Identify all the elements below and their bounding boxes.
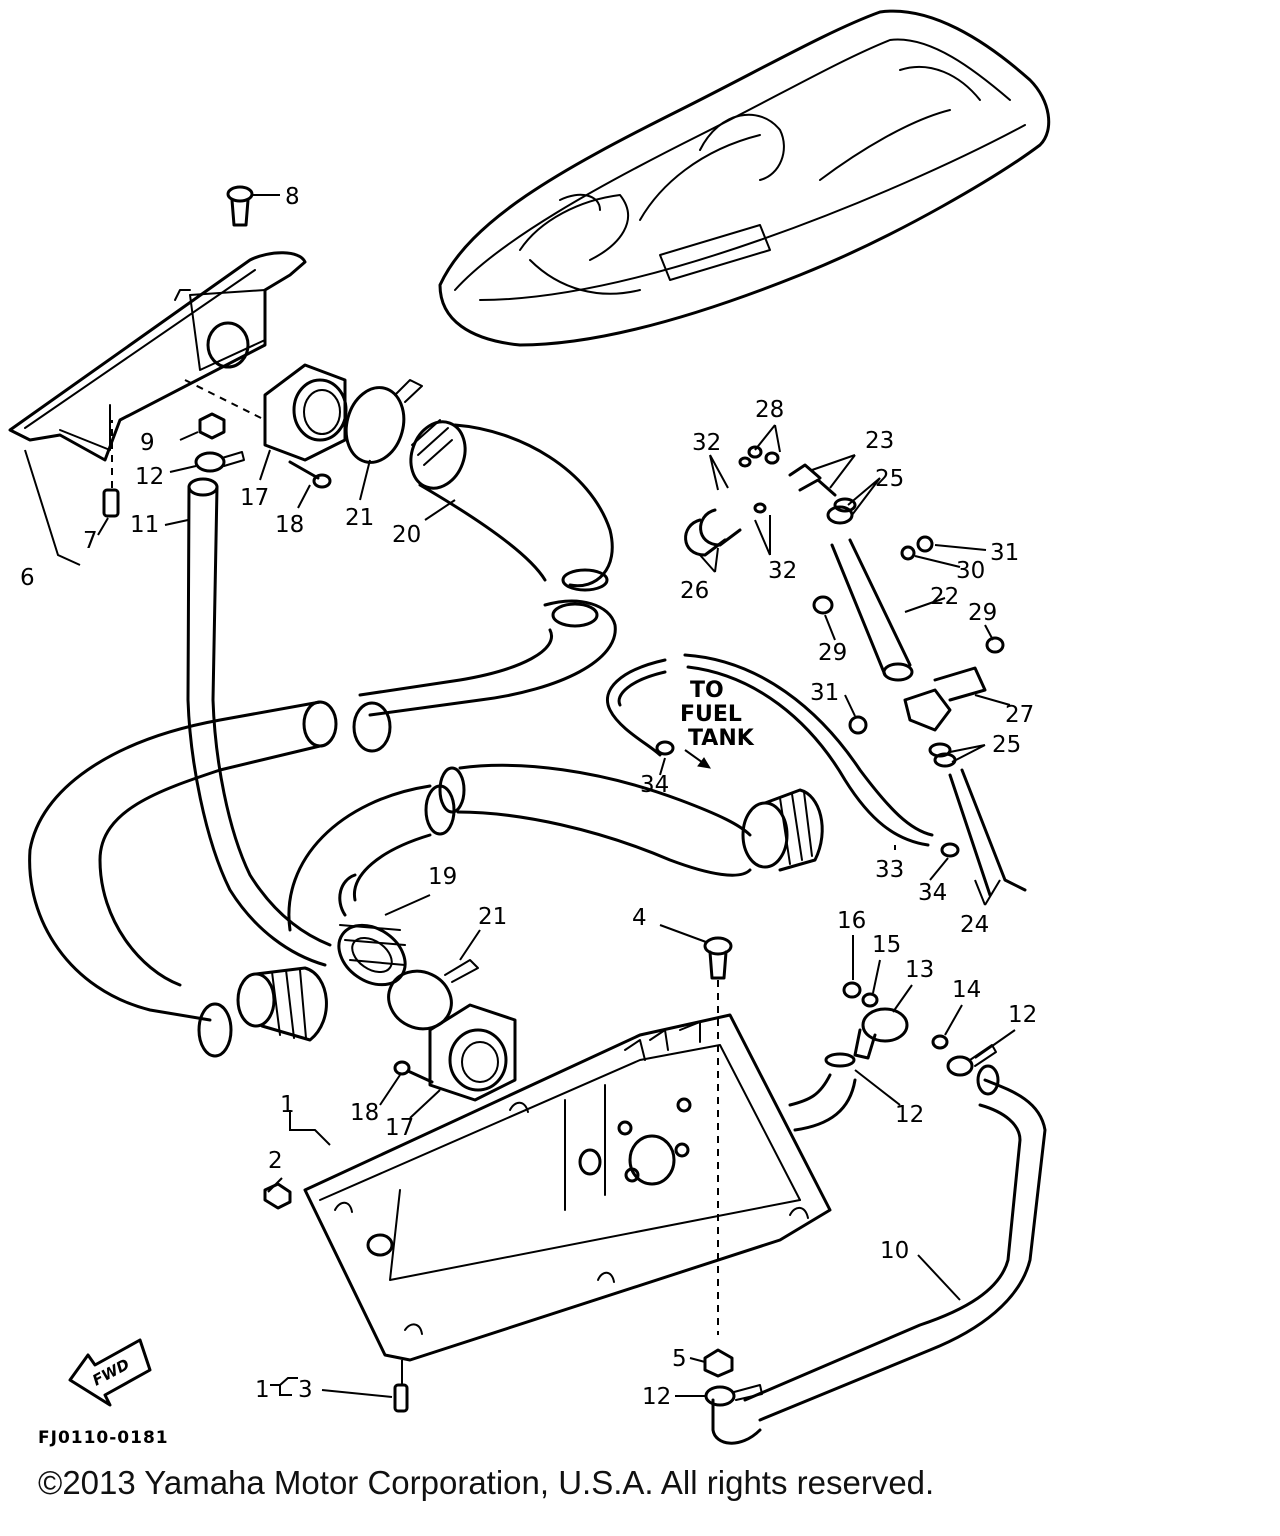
callout-16: 16 [837,908,866,934]
callout-1: 1 [280,1092,295,1118]
callout-34-right: 34 [918,880,947,906]
callout-13: 13 [905,957,934,983]
callout-25-upper: 25 [875,466,904,492]
callout-7: 7 [83,528,98,554]
fitting-13 [824,1007,909,1068]
callout-14: 14 [952,977,981,1003]
callout-32-lower: 32 [768,558,797,584]
callout-27: 27 [1005,702,1034,728]
hose-20-upper-elbow [409,419,614,592]
forward-arrow-icon: FWD [68,1338,152,1407]
nut-16 [842,981,862,999]
callout-31-lower: 31 [810,680,839,706]
bolt-7 [102,488,120,518]
small-screws-28-32 [738,445,780,514]
bolt-8 [226,185,254,227]
callout-5: 5 [672,1346,687,1372]
top-cover-part [8,251,307,462]
note-line-3: TANK [688,726,755,751]
callout-25-lower: 25 [992,732,1021,758]
callout-31-upper: 31 [990,540,1019,566]
callout-12-bottom: 12 [642,1384,671,1410]
callout-21-upper: 21 [345,505,374,531]
callout-12-right: 12 [1008,1002,1037,1028]
screw-18-lower [393,1060,434,1084]
callout-20: 20 [392,522,421,548]
drain-plug-4 [703,936,733,980]
clamp-12-right [946,1044,997,1077]
middle-hose-loop [287,763,752,932]
callout-11: 11 [130,512,159,538]
copyright-notice: ©2013 Yamaha Motor Corporation, U.S.A. A… [38,1464,935,1501]
band-clamp-21-upper [344,379,423,464]
nut-5 [703,1348,734,1378]
bellows-joint-right [741,788,824,872]
callout-23: 23 [865,428,894,454]
to-fuel-tank-arrow [684,749,711,769]
hose-10 [711,1064,1047,1445]
callout-4: 4 [632,905,647,931]
to-fuel-tank-note: TO FUEL TANK [680,678,755,751]
fuel-hose-22 [830,538,914,682]
callout-28: 28 [755,397,784,423]
callout-15: 15 [872,932,901,958]
callout-30: 30 [956,558,985,584]
callout-12-middle: 12 [895,1102,924,1128]
clips-25 [826,497,957,768]
leader-lines [24,194,1016,1398]
callout-1-ref: 1 [255,1377,270,1403]
nuts-29-30-31 [812,535,1005,735]
nut-9 [198,412,226,440]
note-line-1: TO [690,678,724,703]
callout-numbers: 8 9 12 7 6 11 17 18 21 20 28 32 32 26 23… [20,184,1037,1410]
bellows-joint-left [236,966,328,1042]
air-box-1 [303,1013,832,1362]
callout-18-upper: 18 [275,512,304,538]
clips-26 [684,508,742,557]
callout-17-lower: 17 [385,1115,414,1141]
callout-24: 24 [960,912,989,938]
callout-18-lower: 18 [350,1100,379,1126]
bellows-19 [337,873,407,987]
flange-17-lower [428,1003,517,1102]
callout-26: 26 [680,578,709,604]
screw-3 [393,1383,409,1413]
callout-12-upper: 12 [135,464,164,490]
callout-6: 6 [20,565,35,591]
diagram-code: FJ0110-0181 [38,1428,169,1448]
flange-17-upper [263,363,348,462]
clamps-34 [655,740,960,858]
callout-8: 8 [285,184,300,210]
callout-19: 19 [428,864,457,890]
band-clamp-21-lower [387,959,479,1031]
callout-29-left: 29 [818,640,847,666]
hose-11 [186,477,332,967]
washer-15 [861,992,879,1008]
tubes-24 [948,768,1027,897]
nut-2 [263,1182,292,1210]
callout-3: 3 [298,1377,313,1403]
long-hose-loop [28,599,617,1058]
callout-34-left: 34 [640,772,669,798]
callout-32-upper: 32 [692,430,721,456]
screw-18-upper [288,460,332,489]
clamp-12-upper [194,451,245,473]
callout-22: 22 [930,584,959,610]
note-line-2: FUEL [680,702,742,727]
watercraft-hull-illustration [438,9,1051,347]
callout-33: 33 [875,857,904,883]
tubes-23 [788,463,837,497]
fuel-cock-27 [903,666,987,732]
callout-29-right: 29 [968,600,997,626]
fuel-tube-33 [606,653,934,847]
callout-21-lower: 21 [478,904,507,930]
screw-14 [931,1034,949,1050]
callout-9: 9 [140,430,155,456]
callout-17-upper: 17 [240,485,269,511]
callout-10: 10 [880,1238,909,1264]
callout-2: 2 [268,1148,283,1174]
